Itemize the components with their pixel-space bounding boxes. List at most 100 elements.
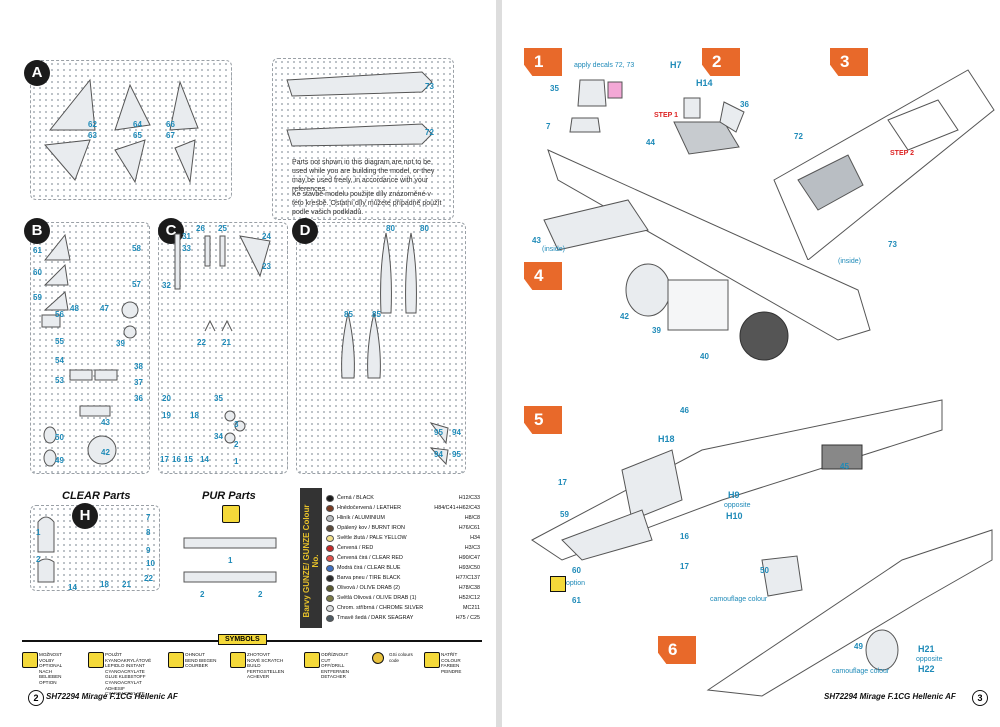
part-number: 20 xyxy=(162,394,171,403)
colour-swatch xyxy=(326,595,334,602)
parts-note-en: Parts not shown in this diagram are not … xyxy=(292,159,435,193)
colour-row: Světlá Olivová / OLIVE DRAB (1)H52/C12 xyxy=(326,594,480,603)
part-number: 94 xyxy=(452,428,461,437)
part-number: 64 xyxy=(133,120,142,129)
part-number: 18 xyxy=(100,580,109,589)
footer-left: SH72294 Mirage F.1CG Hellenic AF xyxy=(46,692,178,701)
part-number: 21 xyxy=(222,338,231,347)
h18-code: H18 xyxy=(658,434,675,444)
part-number: 43 xyxy=(532,236,541,245)
part-number: 59 xyxy=(560,510,569,519)
part-number: 59 xyxy=(33,293,42,302)
part-number: 23 xyxy=(262,262,271,271)
part-number: 50 xyxy=(760,566,769,575)
step-5-badge: 5 xyxy=(524,406,562,434)
part-number: 65 xyxy=(133,131,142,140)
camo-note-2: camouflage colour xyxy=(832,668,890,675)
part-number: 19 xyxy=(162,411,171,420)
colour-name: Modrá čirá / CLEAR BLUE xyxy=(337,565,401,571)
colour-name: Barva pneu / TIRE BLACK xyxy=(337,575,401,581)
part-number: 36 xyxy=(740,100,749,109)
part-number: 10 xyxy=(146,559,155,568)
part-number: 40 xyxy=(700,352,709,361)
seat-parts xyxy=(569,79,623,133)
part-number: 66 xyxy=(166,120,175,129)
part-number: 1 xyxy=(228,556,233,565)
part-number: 60 xyxy=(33,268,42,277)
part-number: 63 xyxy=(88,131,97,140)
part-number: 22 xyxy=(197,338,206,347)
part-number: 15 xyxy=(184,455,193,464)
optional-icon xyxy=(22,652,38,668)
part-number: 61 xyxy=(33,246,42,255)
colour-name: Opálený kov / BURNT IRON xyxy=(337,525,405,531)
part-number: 94 xyxy=(434,450,443,459)
colour-code: H3/C3 xyxy=(464,545,480,551)
part-number: 47 xyxy=(100,304,109,313)
part-number: 46 xyxy=(680,406,689,415)
colour-swatch xyxy=(326,495,334,502)
part-number: 17 xyxy=(558,478,567,487)
pur-drop-icon xyxy=(222,505,240,523)
step-3-badge: 3 xyxy=(830,48,868,76)
pur-exhaust-parts xyxy=(183,537,277,583)
part-number: 73 xyxy=(425,82,434,91)
pur-parts-title: PUR Parts xyxy=(202,490,256,502)
step-2-label: STEP 2 xyxy=(890,150,914,157)
part-number: 80 xyxy=(386,224,395,233)
fuselage-step-5 xyxy=(531,399,943,561)
part-number: 62 xyxy=(88,120,97,129)
colour-name: Chrom. stříbrná / CHROME SILVER xyxy=(337,605,424,611)
colour-name: Černá / BLACK xyxy=(337,495,374,501)
part-number: 8 xyxy=(146,528,151,537)
part-number: 61 xyxy=(572,596,581,605)
part-number: 36 xyxy=(134,394,143,403)
part-number: 60 xyxy=(572,566,581,575)
part-number: 42 xyxy=(101,448,110,457)
part-number: 85 xyxy=(344,310,353,319)
h22-code: H22 xyxy=(918,664,935,674)
colour-name: Olivová / OLIVE DRAB (2) xyxy=(337,585,400,591)
colour-code: H76/C61 xyxy=(458,525,480,531)
part-number: 53 xyxy=(55,376,64,385)
part-number: 39 xyxy=(652,326,661,335)
part-number: 21 xyxy=(122,580,131,589)
colour-code: H8/C8 xyxy=(464,515,480,521)
part-number: 35 xyxy=(214,394,223,403)
part-number: 73 xyxy=(888,240,897,249)
option-icon xyxy=(550,576,566,592)
colour-swatch xyxy=(326,565,334,572)
inside-note: (inside) xyxy=(838,258,861,265)
colour-code: H78/C38 xyxy=(458,585,480,591)
colour-swatch xyxy=(326,535,334,542)
footer-right: SH72294 Mirage F.1CG Hellenic AF xyxy=(824,692,956,701)
part-number: 24 xyxy=(262,232,271,241)
fuselage-step-4 xyxy=(543,149,871,361)
part-number: 57 xyxy=(132,280,141,289)
left-page: A 62 64 66 63 65 67 73 72 Parts not show… xyxy=(0,0,496,727)
paint-icon xyxy=(424,652,440,668)
fuselage-halves xyxy=(286,71,433,147)
colour-code: MC211 xyxy=(463,605,480,611)
part-number: 33 xyxy=(182,244,191,253)
part-number: 43 xyxy=(101,418,110,427)
cut-off-icon xyxy=(304,652,320,668)
part-number: 67 xyxy=(166,131,175,140)
parts-note-cz: Ke stavbě modelu použijte díly znázorněn… xyxy=(292,191,442,216)
part-number: 72 xyxy=(794,132,803,141)
symbols-header: SYMBOLS xyxy=(218,634,267,645)
part-number: 14 xyxy=(68,583,77,592)
colour-swatch xyxy=(326,505,334,512)
fuselage-step-6 xyxy=(706,529,993,697)
colour-table-header: Barvy GUNZE/ GUNZE Colour No. xyxy=(300,488,322,628)
part-number: 18 xyxy=(190,411,199,420)
colour-code: H52/C12 xyxy=(458,595,480,601)
part-number: 2 xyxy=(258,590,263,599)
part-number: 25 xyxy=(218,224,227,233)
part-number: 2 xyxy=(200,590,205,599)
right-page: 1 apply decals 72, 73 35 7 2 H7 H14 36 4… xyxy=(502,0,1000,727)
part-number: 14 xyxy=(200,455,209,464)
colour-name: Červená / RED xyxy=(337,545,374,551)
